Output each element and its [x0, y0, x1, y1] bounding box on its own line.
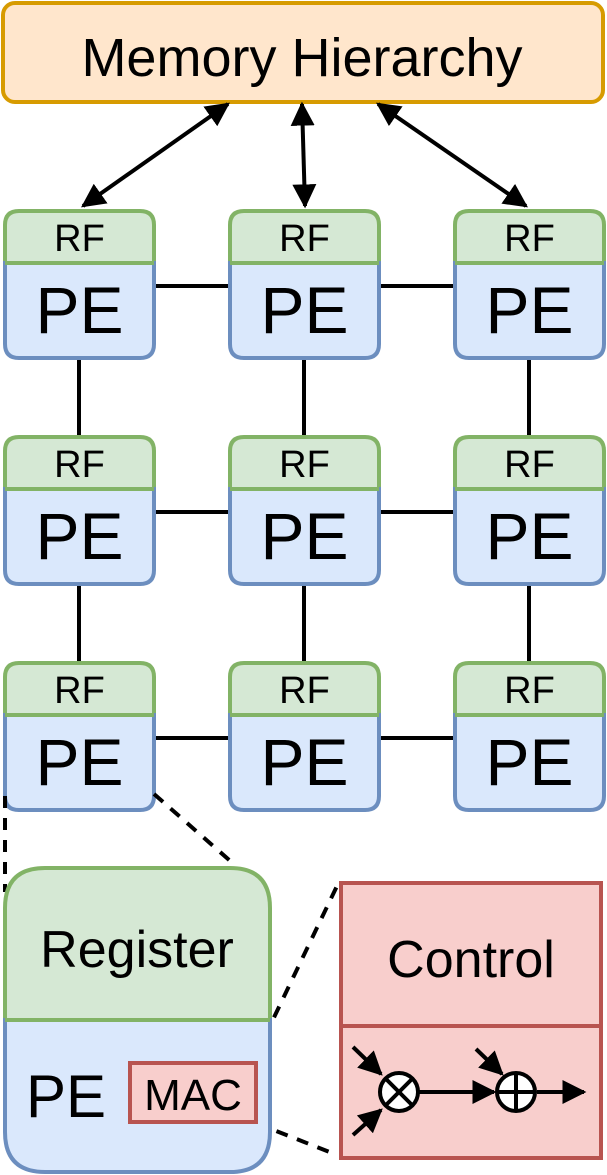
pe-grid: RF PE RF PE RF PE RF PE RF PE RF PE RF PE RF PE RF PE	[3, 209, 606, 812]
rf-label: RF	[504, 670, 555, 712]
rf-section	[228, 435, 381, 491]
pe-cell-r2-c1: RF PE	[228, 661, 381, 812]
rf-label: RF	[279, 444, 330, 486]
pe-cell-r1-c0: RF PE	[3, 435, 156, 586]
mac-detail: Control	[339, 881, 603, 1160]
pe-cell-r0-c2: RF PE	[453, 209, 606, 360]
rf-label: RF	[279, 670, 330, 712]
memory-arrow-left	[81, 102, 230, 208]
pe-cell-r0-c0: RF PE	[3, 209, 156, 360]
rf-label: RF	[54, 444, 105, 486]
pe-label: PE	[260, 725, 348, 799]
rf-section	[228, 209, 381, 265]
mult-input-top-arrow	[351, 1045, 383, 1076]
memory-arrows	[81, 101, 528, 209]
pe-section	[228, 487, 381, 586]
add-icon	[495, 1071, 537, 1113]
pe-detail-register-section	[3, 866, 272, 1022]
memory-arrow-center	[290, 101, 317, 209]
register-label: Register	[40, 921, 234, 979]
pe-label: PE	[35, 499, 123, 573]
rf-section	[3, 435, 156, 491]
memory-arrow-right	[376, 102, 528, 208]
rf-section	[228, 661, 381, 717]
pe-label: PE	[35, 273, 123, 347]
mac-box	[128, 1061, 258, 1124]
pe-label: PE	[485, 499, 573, 573]
zoom-line-pe-right	[152, 792, 238, 868]
memory-hierarchy-label: Memory Hierarchy	[81, 28, 522, 88]
pe-section	[453, 261, 606, 360]
rf-section	[453, 209, 606, 265]
pe-section	[453, 487, 606, 586]
pe-cell-r2-c2: RF PE	[453, 661, 606, 812]
multiply-icon	[378, 1071, 420, 1113]
rf-label: RF	[504, 444, 555, 486]
pe-section	[228, 261, 381, 360]
zoom-line-mac-bottom	[255, 1121, 338, 1157]
rf-label: RF	[504, 218, 555, 260]
pe-detail: Register PE MAC	[3, 866, 272, 1174]
pe-detail-label: PE	[26, 1063, 106, 1130]
pe-section	[228, 713, 381, 812]
control-label: Control	[387, 931, 555, 989]
pe-cell-r1-c1: RF PE	[228, 435, 381, 586]
pe-label: PE	[485, 273, 573, 347]
mult-input-bottom-arrow	[351, 1108, 383, 1137]
pe-label: PE	[260, 273, 348, 347]
memory-hierarchy-block: Memory Hierarchy	[1, 1, 605, 104]
pe-section	[3, 261, 156, 360]
add-input-arrow	[474, 1047, 504, 1076]
rf-label: RF	[54, 218, 105, 260]
control-box	[339, 881, 603, 1028]
mac-label: MAC	[144, 1071, 242, 1120]
pe-cell-r2-c0: RF PE	[3, 661, 156, 812]
pe-label: PE	[260, 499, 348, 573]
rf-section	[453, 661, 606, 717]
pe-label: PE	[35, 725, 123, 799]
rf-section	[3, 209, 156, 265]
rf-label: RF	[54, 670, 105, 712]
rf-section	[3, 661, 156, 717]
pe-cell-r0-c1: RF PE	[228, 209, 381, 360]
pe-interconnect	[77, 284, 531, 740]
pe-section	[453, 713, 606, 812]
pe-section	[3, 487, 156, 586]
rf-label: RF	[279, 218, 330, 260]
rf-section	[453, 435, 606, 491]
pe-label: PE	[485, 725, 573, 799]
pe-cell-r1-c2: RF PE	[453, 435, 606, 586]
